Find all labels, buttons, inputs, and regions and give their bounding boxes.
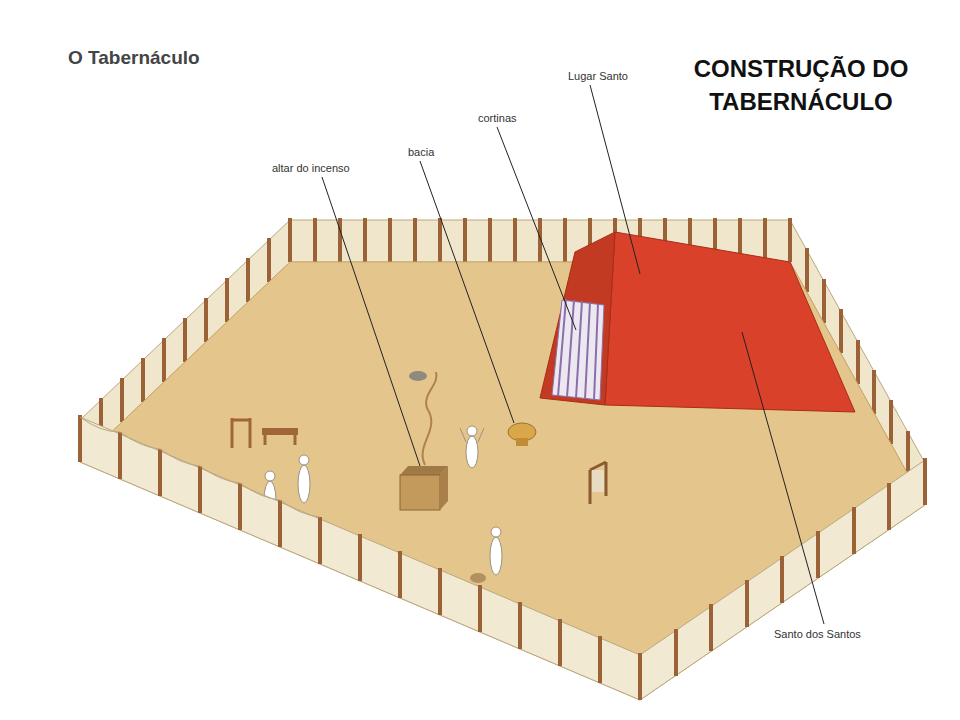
part-label: Lugar Santo: [568, 70, 628, 83]
page-heading: CONSTRUÇÃO DO TABERNÁCULO: [660, 52, 942, 118]
part-label: Santo dos Santos: [774, 628, 861, 641]
fence-ropes: [80, 417, 320, 517]
front-fence-posts: [80, 415, 925, 700]
part-label: cortinas: [478, 112, 517, 125]
part-label: bacia: [408, 146, 434, 159]
illustration-title: O Tabernáculo: [68, 46, 200, 70]
front-fence: [80, 417, 925, 700]
part-label: altar do incenso: [272, 162, 350, 175]
tent: [540, 232, 855, 412]
leader-lines: [322, 85, 824, 624]
